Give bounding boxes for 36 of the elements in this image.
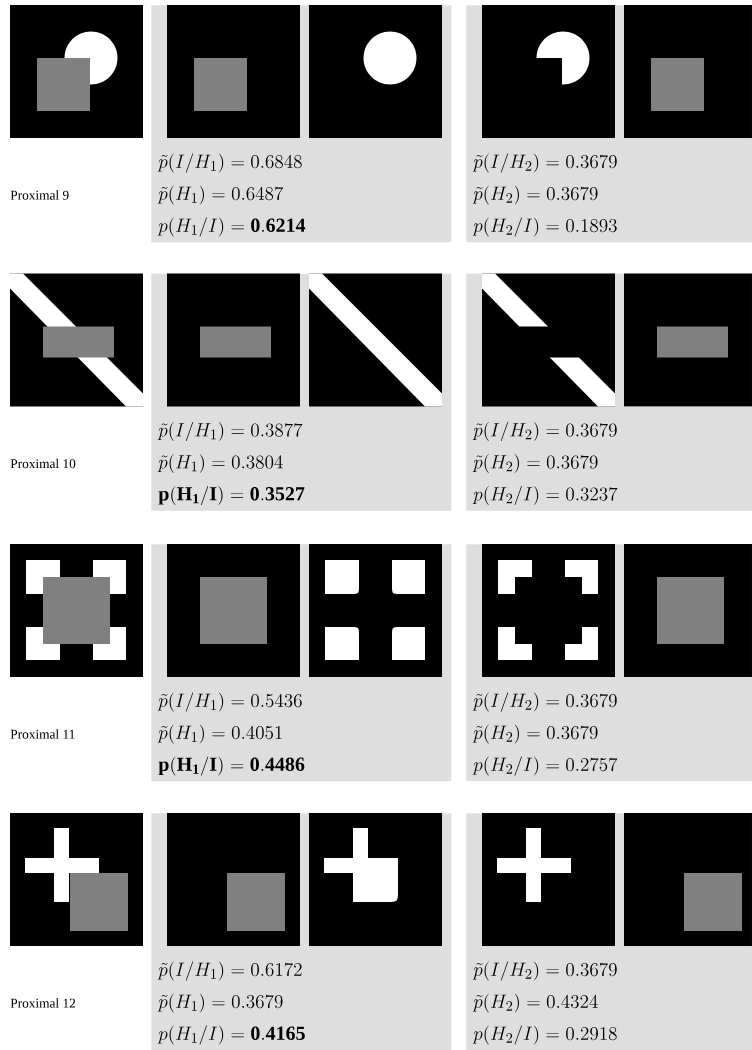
result-panel: [151, 5, 452, 243]
probability-formula: $\tilde{p}(H_1) = 0.6487$: [157, 185, 284, 205]
probability-formula: $\tilde{p}(H_2) = 0.3679$: [472, 185, 598, 205]
row-label: Proximal 10: [10, 458, 76, 469]
probability-formula: $p(H_1/I) = \mathbf{0.4165}$: [157, 1025, 305, 1045]
probability-formula: $\tilde{p}(H_2) = 0.4324$: [472, 993, 598, 1013]
probability-formula: $\tilde{p}(I/H_2) = 0.3679$: [472, 692, 617, 712]
probability-formula: $\tilde{p}(I/H_1) = 0.3877$: [157, 421, 303, 442]
probability-formula: $\mathbf{p(H_1/I) = 0.4486}$: [158, 756, 305, 776]
result-panel: [466, 5, 752, 243]
probability-formula: $p(H_2/I) = 0.1893$: [472, 217, 617, 237]
probability-formula: $\tilde{p}(H_2) = 0.3679$: [472, 453, 598, 474]
probability-formula: $\tilde{p}(I/H_2) = 0.3679$: [472, 153, 617, 173]
probability-formula: $\tilde{p}(H_1) = 0.3804$: [157, 453, 283, 474]
result-panel: [151, 273, 452, 511]
probability-formula: $\tilde{p}(H_2) = 0.3679$: [472, 724, 598, 744]
result-panel: [466, 544, 752, 782]
probability-formula: $\tilde{p}(I/H_1) = 0.6172$: [157, 961, 302, 981]
row-label: Proximal 11: [10, 729, 75, 739]
row-label: Proximal 12: [10, 998, 76, 1008]
result-panel: [151, 544, 452, 782]
probability-formula: $p(H_2/I) = 0.3237$: [472, 485, 618, 506]
probability-formula: $\tilde{p}(I/H_1) = 0.5436$: [157, 692, 302, 712]
probability-formula: $p(H_1/I) = \mathbf{0.6214}$: [157, 217, 306, 237]
result-panel: [466, 813, 752, 1050]
row-label: Proximal 9: [10, 190, 69, 200]
result-panel: [466, 273, 752, 511]
probability-formula: $\tilde{p}(H_1) = 0.3679$: [157, 993, 283, 1013]
probability-formula: $\tilde{p}(H_1) = 0.4051$: [157, 724, 282, 744]
probability-formula: $\mathbf{p(H_1/I) = 0.3527}$: [158, 485, 305, 506]
probability-formula: $\tilde{p}(I/H_1) = 0.6848$: [157, 153, 302, 173]
probability-formula: $\tilde{p}(I/H_2) = 0.3679$: [472, 961, 617, 981]
probability-formula: $p(H_2/I) = 0.2918$: [472, 1025, 617, 1045]
probability-formula: $\tilde{p}(I/H_2) = 0.3679$: [472, 421, 617, 442]
result-panel: [151, 813, 452, 1050]
probability-formula: $p(H_2/I) = 0.2757$: [472, 756, 618, 776]
